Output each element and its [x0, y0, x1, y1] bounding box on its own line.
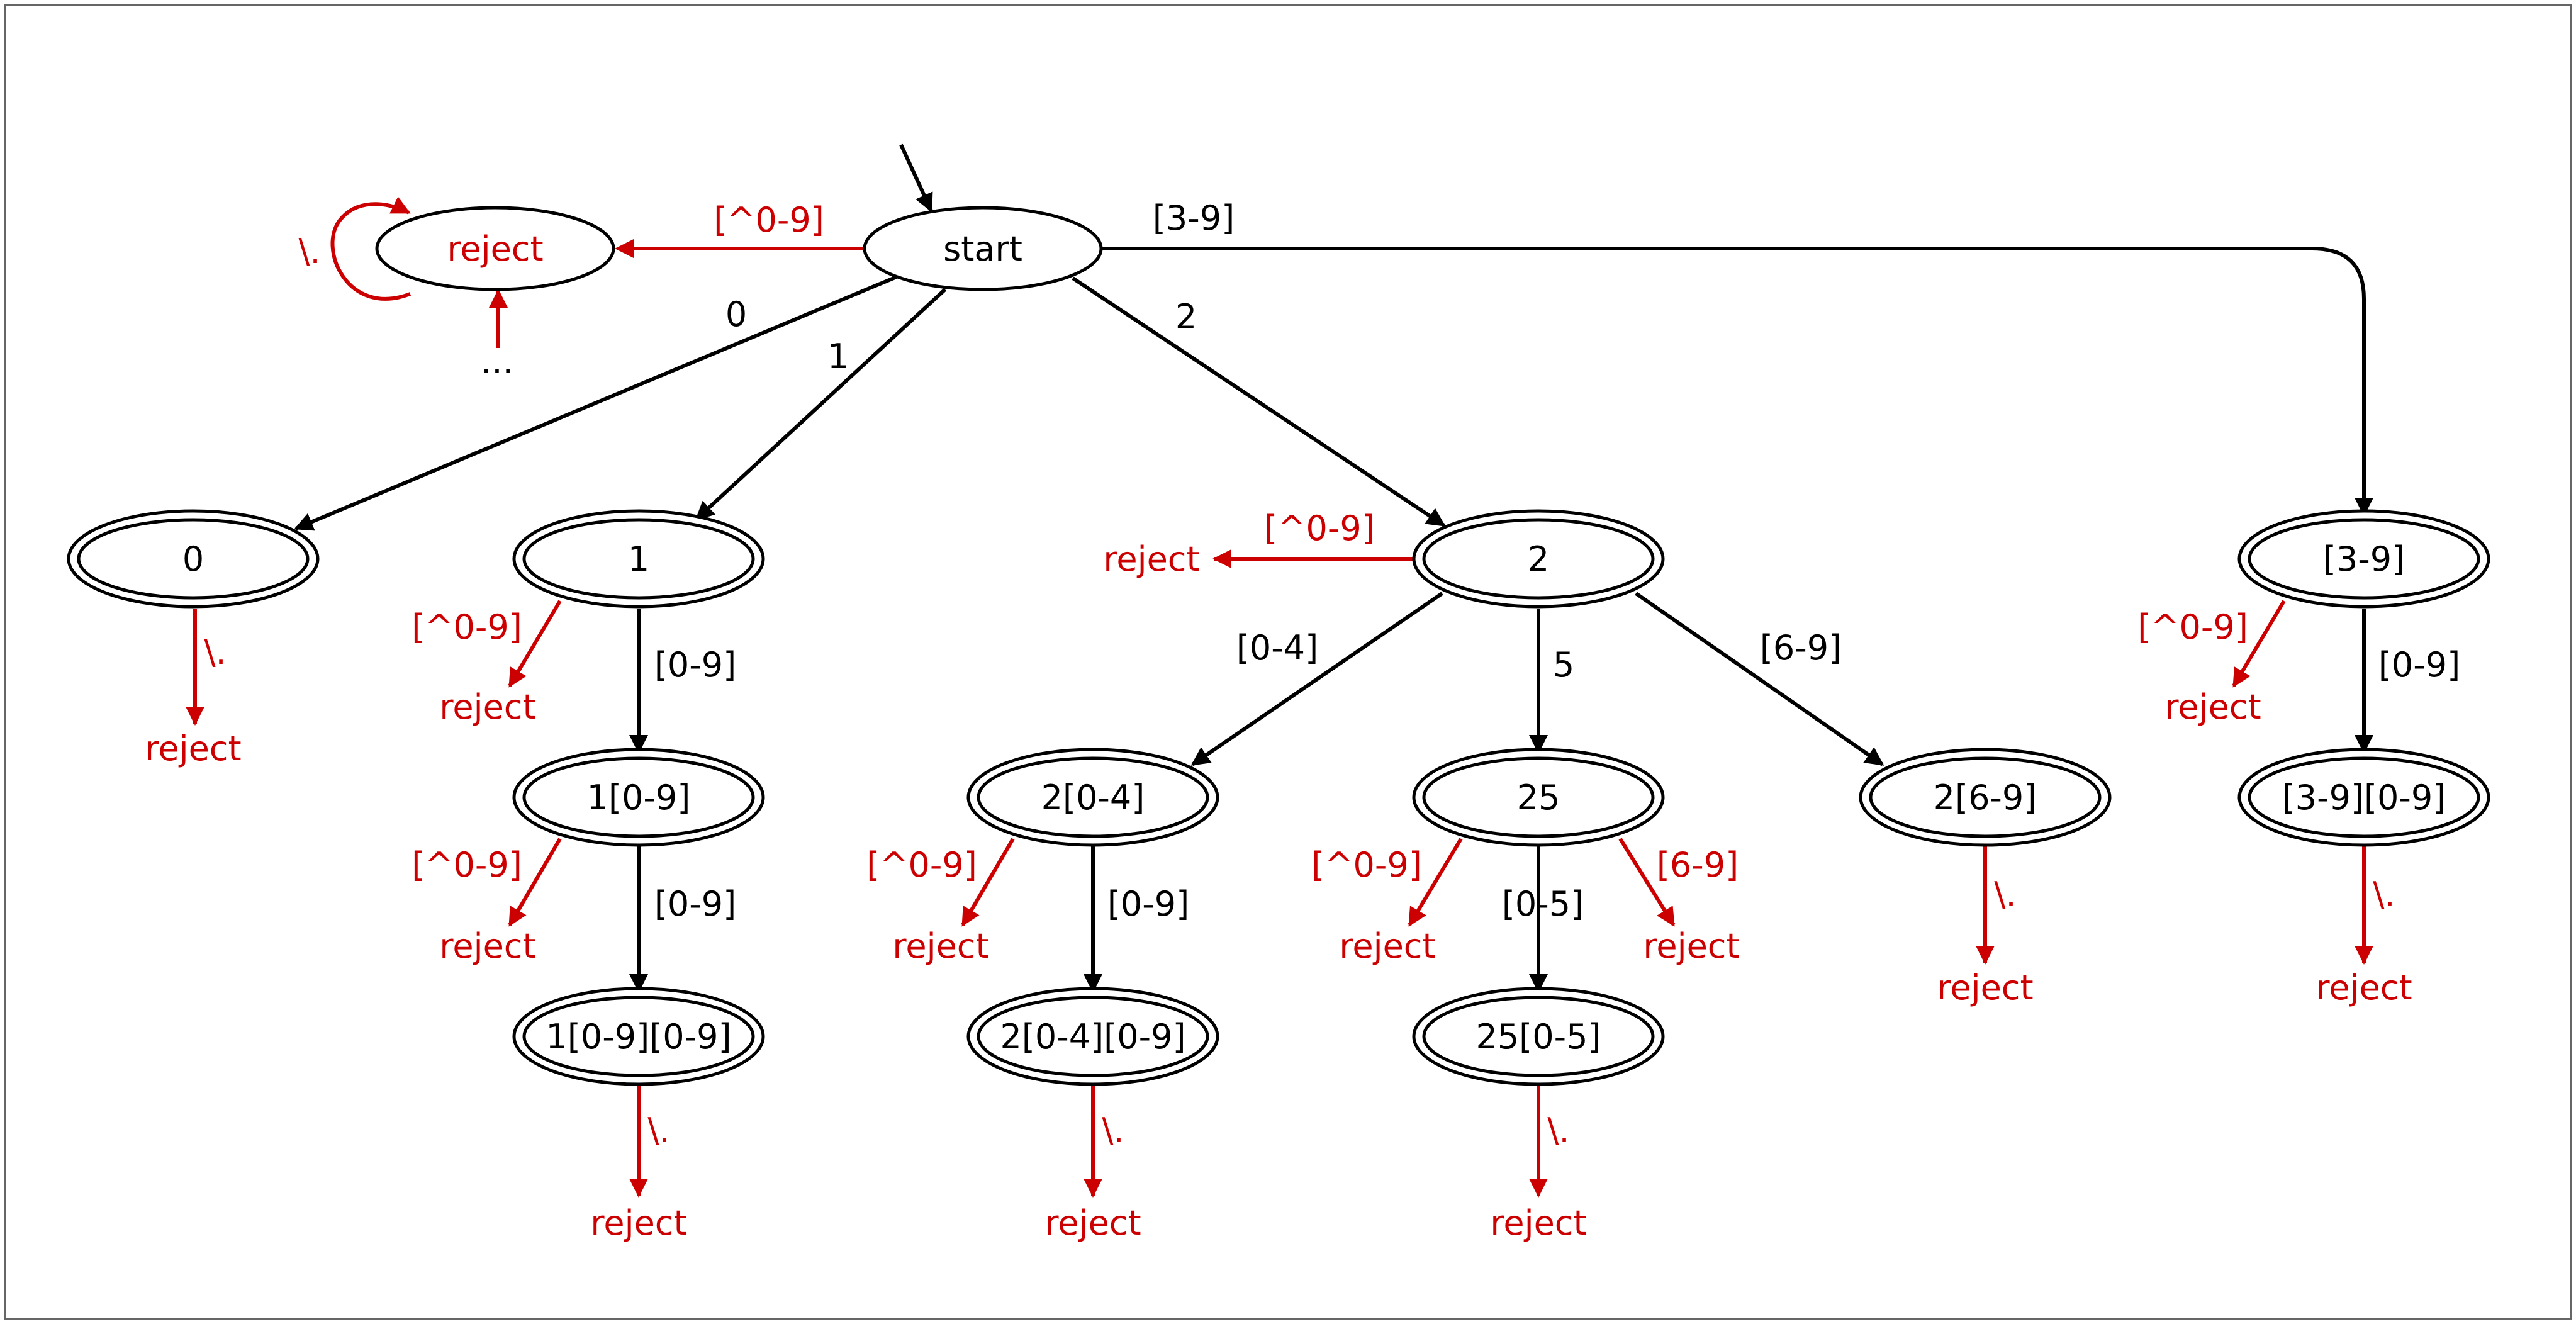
state-label-1d: 1[0-9] — [587, 778, 691, 817]
state-label-204: 2[0-4] — [1041, 778, 1145, 817]
state-39d: [3-9][0-9] — [2237, 748, 2490, 847]
state-2: 2 — [1412, 509, 1665, 609]
edge-label-n269-reject: \. — [1994, 875, 2016, 914]
edge-label-n204-reject: [^0-9] — [866, 845, 977, 885]
reject-label-n269: reject — [1937, 968, 2033, 1007]
edge-label-n204d-reject: \. — [1102, 1111, 1124, 1150]
state-2505: 25[0-5] — [1412, 987, 1665, 1086]
edge-label-n1-reject: [^0-9] — [412, 607, 522, 647]
state-1d: 1[0-9] — [512, 748, 765, 847]
reject-label-n25-left: reject — [1339, 926, 1435, 966]
edge-label-n2-n25: 5 — [1553, 645, 1574, 685]
state-0: 0 — [67, 509, 320, 609]
state-label-1dd: 1[0-9][0-9] — [546, 1017, 731, 1057]
edge-label-n1d-n1dd: [0-9] — [654, 884, 736, 924]
state-1dd: 1[0-9][0-9] — [512, 987, 765, 1086]
edge-reject-selfloop — [330, 196, 412, 301]
edge-label-n204-n204d: [0-9] — [1107, 884, 1189, 924]
state-269: 2[6-9] — [1859, 748, 2112, 847]
edge-label-n0-reject: \. — [204, 632, 226, 672]
state-3-9: [3-9] — [2237, 509, 2490, 609]
edge-label-start-n2: 2 — [1175, 297, 1197, 337]
edge-label-start-n1: 1 — [827, 337, 849, 376]
state-label-204d: 2[0-4][0-9] — [1000, 1017, 1185, 1057]
reject-label-n204: reject — [892, 926, 988, 966]
edge-label-n2-reject: [^0-9] — [1264, 508, 1375, 548]
edge-label-start-reject: [^0-9] — [714, 200, 824, 240]
reject-label-n25-right: reject — [1643, 926, 1739, 966]
state-1: 1 — [512, 509, 765, 609]
state-start: start — [863, 206, 1103, 291]
edge-start-n2 — [1072, 276, 1446, 527]
ellipsis-label: ... — [481, 342, 513, 381]
reject-label-n204d: reject — [1044, 1203, 1141, 1243]
edge-n2-n204 — [1190, 592, 1443, 766]
state-label-1: 1 — [628, 539, 649, 579]
state-label-3-9: [3-9] — [2323, 539, 2405, 579]
state-label-269: 2[6-9] — [1934, 778, 2037, 817]
initial-arrow — [899, 143, 933, 213]
state-25: 25 — [1412, 748, 1665, 847]
reject-label-n2505: reject — [1490, 1203, 1586, 1243]
edge-n1-reject — [508, 600, 562, 688]
state-label-39d: [3-9][0-9] — [2282, 778, 2446, 817]
state-label-0: 0 — [182, 539, 204, 579]
state-label-2505: 25[0-5] — [1476, 1017, 1601, 1057]
edge-label-n39-n39d: [0-9] — [2378, 645, 2460, 685]
edge-label-n2-n269: [6-9] — [1760, 628, 1842, 668]
edge-label-n25-n2505: [0-5] — [1502, 884, 1584, 924]
edge-label-n25-reject-left: [^0-9] — [1311, 845, 1422, 885]
edge-n1d-reject — [508, 838, 562, 927]
edge-label-n1-n1d: [0-9] — [654, 645, 736, 685]
edge-n2-n269 — [1635, 592, 1884, 766]
edge-label-reject-selfloop: \. — [298, 232, 320, 271]
reject-label-n39: reject — [2164, 687, 2261, 727]
reject-label-n39d: reject — [2316, 968, 2412, 1007]
reject-label-n1dd: reject — [590, 1203, 686, 1243]
edge-label-n1dd-reject: \. — [647, 1111, 669, 1150]
edge-n204-reject — [961, 838, 1015, 927]
state-label-25: 25 — [1517, 778, 1560, 817]
reject-label-n0: reject — [145, 729, 241, 768]
edge-n39-reject — [2232, 600, 2286, 688]
edge-n25-reject-right — [1618, 838, 1676, 927]
edge-label-start-n39: [3-9] — [1153, 198, 1235, 238]
edge-n25-reject-left — [1408, 838, 1463, 927]
edge-label-n39d-reject: \. — [2373, 875, 2395, 914]
edge-label-n2-n204: [0-4] — [1236, 628, 1318, 668]
edge-label-n2505-reject: \. — [1547, 1111, 1569, 1150]
edge-start-n1 — [695, 288, 947, 521]
state-204: 2[0-4] — [966, 748, 1219, 847]
reject-label-n1: reject — [439, 687, 535, 727]
state-reject-top: reject — [375, 206, 615, 291]
edge-start-n39 — [1102, 247, 2373, 517]
edge-label-start-n0: 0 — [725, 295, 747, 334]
edge-label-n25-reject-right: [6-9] — [1657, 845, 1739, 885]
reject-label-n2: reject — [1103, 539, 1199, 579]
edge-start-n0 — [294, 275, 898, 531]
edge-label-n39-reject: [^0-9] — [2137, 607, 2248, 647]
state-204d: 2[0-4][0-9] — [966, 987, 1219, 1086]
state-label-2: 2 — [1528, 539, 1549, 579]
state-label-reject-top: reject — [447, 229, 543, 269]
edge-label-n1d-reject: [^0-9] — [412, 845, 522, 885]
state-label-start: start — [943, 229, 1022, 269]
reject-label-n1d: reject — [439, 926, 535, 966]
